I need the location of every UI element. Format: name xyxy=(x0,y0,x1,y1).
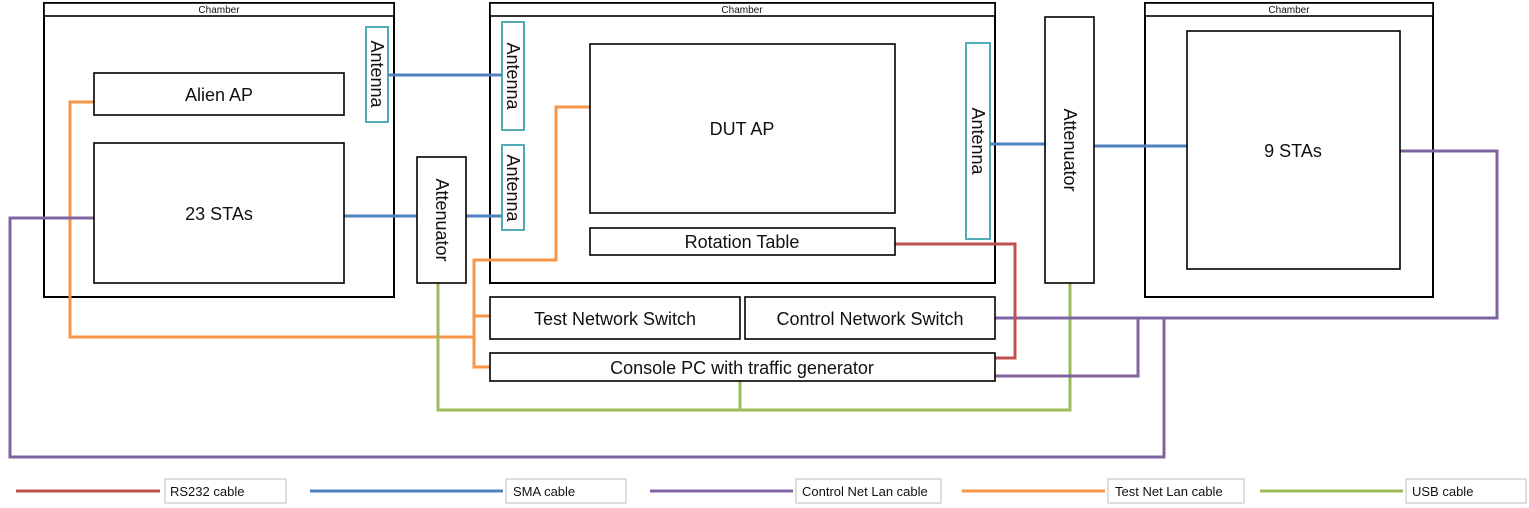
rotation-table-box: Rotation Table xyxy=(589,227,896,256)
legend-label-test-net: Test Net Lan cable xyxy=(1115,484,1223,499)
legend-label-rs232: RS232 cable xyxy=(170,484,244,499)
attenuator-left-label: Attenuator xyxy=(432,178,452,261)
stas-right-box: 9 STAs xyxy=(1186,30,1401,270)
control-cable-9stas xyxy=(995,149,1499,320)
antenna-middle-top: Antenna xyxy=(501,21,525,131)
test-network-switch-box: Test Network Switch xyxy=(489,296,741,340)
sma-cables xyxy=(344,73,1187,218)
chamber-left-label: Chamber xyxy=(198,5,240,16)
control-network-switch-box: Control Network Switch xyxy=(744,296,996,340)
rs232-cables xyxy=(895,242,1017,360)
dut-ap-box: DUT AP xyxy=(589,43,896,214)
test-network-switch-label: Test Network Switch xyxy=(534,309,696,329)
console-pc-box: Console PC with traffic generator xyxy=(489,352,996,382)
antenna-middle-right: Antenna xyxy=(965,42,991,240)
stas-left-label: 23 STAs xyxy=(185,204,253,224)
rs232-cable-rotation-table xyxy=(895,242,1017,360)
legend-label-usb: USB cable xyxy=(1412,484,1473,499)
legend-label-control-net: Control Net Lan cable xyxy=(802,484,928,499)
usb-cable-left-attenuator xyxy=(436,283,1072,412)
attenuator-right-label: Attenuator xyxy=(1060,108,1080,191)
antenna-middle-bottom-label: Antenna xyxy=(503,154,523,222)
antenna-middle-right-label: Antenna xyxy=(968,107,988,175)
usb-cables xyxy=(436,283,1072,412)
antenna-middle-top-label: Antenna xyxy=(503,42,523,110)
legend-item-sma: SMA cable xyxy=(310,478,627,504)
attenuator-right: Attenuator xyxy=(1044,16,1095,284)
control-cable-console xyxy=(995,318,1140,378)
control-cable-23stas xyxy=(8,216,1166,459)
legend-item-usb: USB cable xyxy=(1260,478,1527,504)
attenuator-left: Attenuator xyxy=(416,156,467,284)
legend-item-test-net: Test Net Lan cable xyxy=(962,478,1245,504)
alien-ap-label: Alien AP xyxy=(185,85,253,105)
console-pc-label: Console PC with traffic generator xyxy=(610,358,874,378)
control-network-switch-label: Control Network Switch xyxy=(776,309,963,329)
legend-item-control-net: Control Net Lan cable xyxy=(650,478,942,504)
antenna-left: Antenna xyxy=(365,26,389,123)
control-net-cables xyxy=(8,149,1499,459)
stas-right-label: 9 STAs xyxy=(1264,141,1322,161)
antenna-middle-bottom: Antenna xyxy=(501,144,525,231)
legend-item-rs232: RS232 cable xyxy=(16,478,287,504)
dut-ap-label: DUT AP xyxy=(710,119,775,139)
test-cable-dut-ap xyxy=(472,105,590,369)
chamber-right-label: Chamber xyxy=(1268,5,1310,16)
alien-ap-box: Alien AP xyxy=(93,72,345,116)
rotation-table-label: Rotation Table xyxy=(685,232,800,252)
chamber-middle-label: Chamber xyxy=(721,5,763,16)
legend-label-sma: SMA cable xyxy=(513,484,575,499)
legend: RS232 cable SMA cable Control Net Lan ca… xyxy=(16,478,1527,504)
antenna-left-label: Antenna xyxy=(367,40,387,108)
stas-left-box: 23 STAs xyxy=(93,142,345,284)
